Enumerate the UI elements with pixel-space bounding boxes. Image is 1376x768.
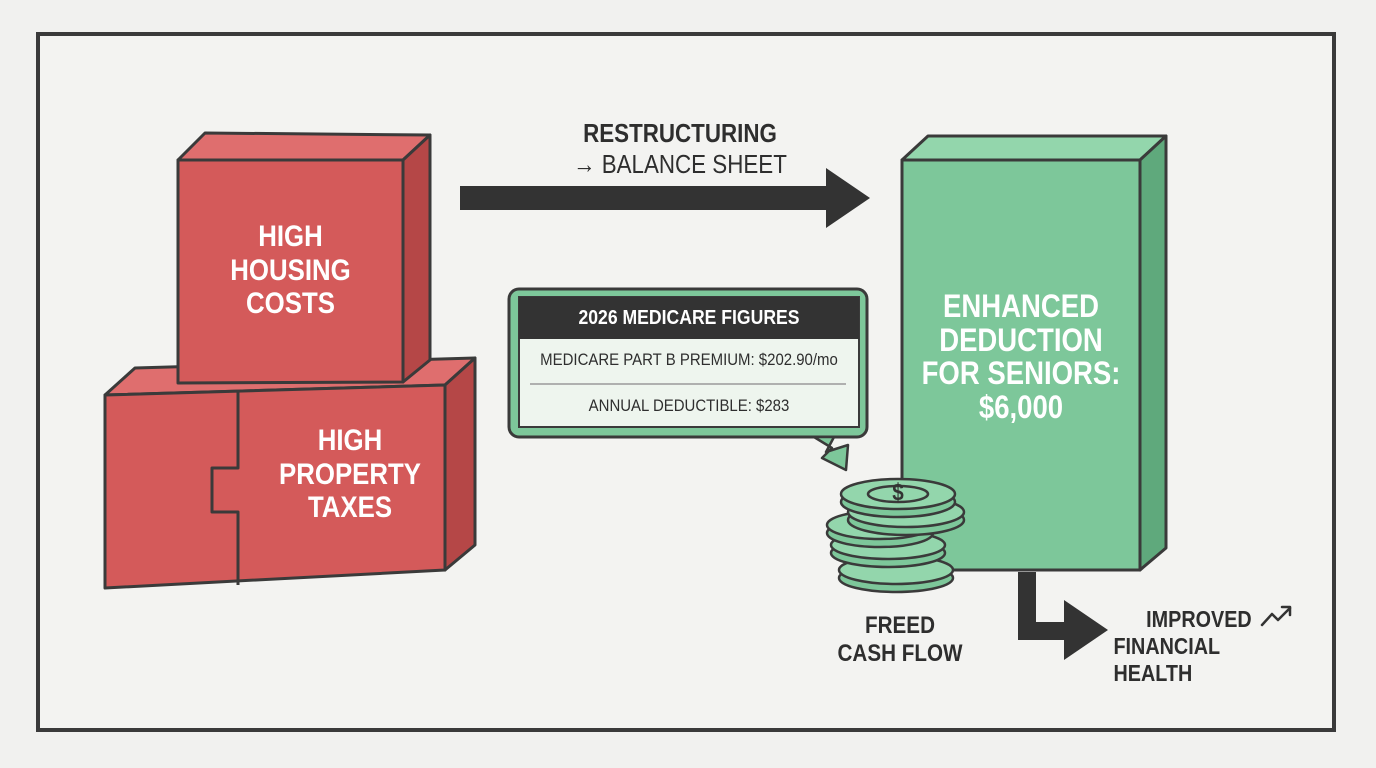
restructuring-arrow	[460, 168, 870, 228]
property-taxes-label: HIGH PROPERTY TAXES	[264, 424, 436, 525]
cash-flow-line-1: FREED	[865, 612, 935, 639]
housing-line-3: COSTS	[246, 287, 335, 321]
property-line-2: PROPERTY	[279, 457, 421, 491]
coin-stack-icon	[825, 477, 966, 594]
medicare-deductible: ANNUAL DEDUCTIBLE: $283	[588, 396, 790, 415]
outcome-arrow	[1018, 572, 1108, 660]
deduction-block	[900, 134, 1168, 572]
coin-dollar-symbol: $	[892, 479, 904, 506]
property-line-3: TAXES	[307, 491, 393, 525]
cash-flow-label: FREED CASH FLOW	[831, 612, 969, 669]
deduction-label: ENHANCED DEDUCTION FOR SENIORS: $6,000	[919, 288, 1124, 425]
outcome-label: IMPROVED FINANCIAL HEALTH	[1098, 606, 1279, 687]
deduction-line-2: DEDUCTION	[939, 321, 1103, 358]
medicare-callout	[507, 287, 869, 472]
cash-flow-line-2: CASH FLOW	[837, 640, 963, 668]
medicare-title: 2026 MEDICARE FIGURES	[578, 307, 800, 329]
property-line-1: HIGH	[317, 424, 383, 457]
outcome-line-2: FINANCIAL HEALTH	[1113, 633, 1220, 687]
deduction-line-3: FOR SENIORS:	[921, 355, 1121, 392]
medicare-premium: MEDICARE PART B PREMIUM: $202.90/mo	[540, 350, 838, 369]
housing-line-1: HIGH	[258, 220, 323, 253]
restructuring-line-2: → BALANCE SHEET	[573, 149, 787, 180]
housing-line-2: HOUSING	[230, 253, 351, 287]
restructuring-label: RESTRUCTURING → BALANCE SHEET	[560, 118, 801, 180]
housing-costs-label: HIGH HOUSING COSTS	[194, 220, 388, 321]
deduction-line-1: ENHANCED	[943, 288, 1099, 324]
outcome-line-1: IMPROVED	[1146, 606, 1252, 632]
restructuring-line-1: RESTRUCTURING	[583, 118, 777, 148]
housing-costs-block	[176, 131, 432, 385]
trend-up-icon	[1260, 605, 1292, 627]
deduction-line-4: $6,000	[978, 388, 1064, 425]
